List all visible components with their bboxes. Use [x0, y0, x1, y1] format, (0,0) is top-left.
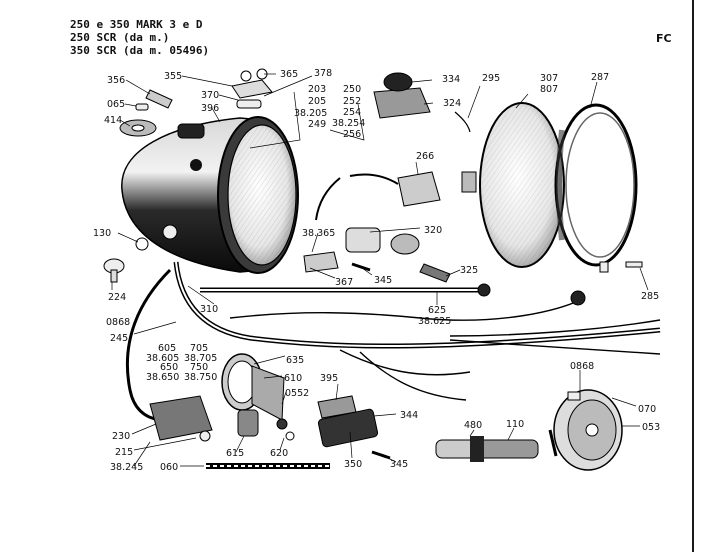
part-labels: 356 355 365 378 370 396 065 414 203 205 …	[93, 68, 660, 473]
bulb-holder	[315, 171, 441, 221]
header-line-1: 250 e 350 MARK 3 e D	[70, 18, 203, 31]
part-label: 320	[424, 225, 442, 236]
part-label: 0868	[106, 317, 130, 328]
part-label: 245	[110, 333, 128, 344]
part-label: 334	[442, 74, 460, 85]
part-label: 344	[400, 410, 418, 421]
part-label: 070	[638, 404, 656, 415]
part-label: 205	[308, 96, 326, 107]
page-border-right	[692, 0, 694, 552]
part-label: 620	[270, 448, 288, 459]
part-label: 38.254	[332, 118, 365, 129]
part-label: 215	[115, 447, 133, 458]
part-label: 38.705	[184, 353, 217, 364]
part-label: 807	[540, 84, 558, 95]
part-label: 750	[190, 362, 208, 373]
leader-lines	[111, 73, 649, 467]
lighting-switch	[303, 227, 451, 283]
part-label: 396	[201, 103, 219, 114]
part-label: 266	[416, 151, 434, 162]
headlamp-shell	[121, 116, 299, 274]
part-label: 0552	[285, 388, 309, 399]
part-label: 345	[390, 459, 408, 470]
part-label: 355	[164, 71, 182, 82]
part-label: 325	[460, 265, 478, 276]
part-label: 38.365	[302, 228, 335, 239]
part-label: 38.650	[146, 372, 179, 383]
part-label: 230	[112, 431, 130, 442]
exploded-view-drawing: 356 355 365 378 370 396 065 414 203 205 …	[93, 68, 661, 473]
dipswitch	[373, 72, 471, 133]
part-label: 367	[335, 277, 353, 288]
part-label: 110	[506, 419, 524, 430]
part-label: 610	[284, 373, 302, 384]
part-label: 254	[343, 107, 361, 118]
tail-light	[317, 395, 391, 460]
part-label: 0868	[570, 361, 594, 372]
part-label: 250	[343, 84, 361, 95]
part-label: 615	[226, 448, 244, 459]
part-label: 295	[482, 73, 500, 84]
part-label: 38.605	[146, 353, 179, 364]
part-label: 635	[286, 355, 304, 366]
sheet-code: FC	[656, 32, 672, 45]
part-label: 285	[641, 291, 659, 302]
headlamp-reflector	[461, 102, 565, 268]
part-label: 650	[160, 362, 178, 373]
part-label: 414	[104, 115, 122, 126]
part-label: 480	[464, 420, 482, 431]
part-label: 370	[201, 90, 219, 101]
header-line-3: 350 SCR (da m. 05496)	[70, 44, 210, 57]
part-label: 625	[428, 305, 446, 316]
part-label: 224	[108, 292, 126, 303]
part-label: 053	[642, 422, 660, 433]
part-label: 203	[308, 84, 326, 95]
header-line-2: 250 SCR (da m.)	[70, 31, 170, 44]
part-label: 356	[107, 75, 125, 86]
part-label: 605	[158, 343, 176, 354]
speedometer-unit	[221, 353, 295, 441]
part-label: 395	[320, 373, 338, 384]
part-label: 378	[314, 68, 332, 79]
part-label: 310	[200, 304, 218, 315]
headlamp-rim	[554, 103, 638, 273]
part-label: 38.625	[418, 316, 451, 327]
part-label: 252	[343, 96, 361, 107]
part-label: 060	[160, 462, 178, 473]
part-label: 307	[540, 73, 558, 84]
part-label: 38.750	[184, 372, 217, 383]
part-label: 065	[107, 99, 125, 110]
horn-and-fuse	[206, 389, 623, 471]
part-label: 324	[443, 98, 461, 109]
part-label: 38.205	[294, 108, 327, 119]
lamp-screws	[103, 237, 643, 283]
part-label: 705	[190, 343, 208, 354]
part-label: 256	[343, 129, 361, 140]
part-label: 249	[308, 119, 326, 130]
wiring-harness	[125, 261, 661, 422]
regulator	[149, 395, 213, 442]
part-label: 130	[93, 228, 111, 239]
part-label: 350	[344, 459, 362, 470]
part-label: 38.245	[110, 462, 143, 473]
part-label: 345	[374, 275, 392, 286]
part-label: 365	[280, 69, 298, 80]
part-label: 287	[591, 72, 609, 83]
ignition-switch-parts	[119, 68, 273, 137]
